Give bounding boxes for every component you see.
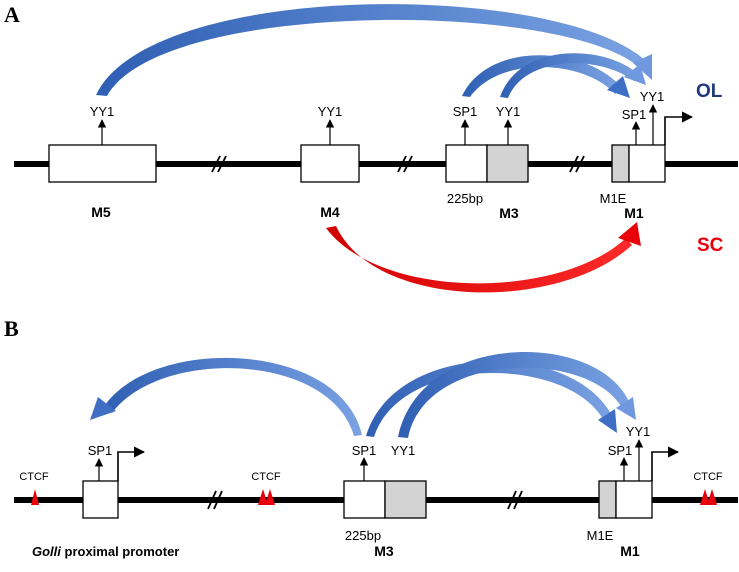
m1e-label: M1E [600,191,627,206]
b-m3-yy1-to-m1-arc [398,352,630,438]
b-m3-sp1-to-m1-arc [366,360,611,437]
m3-box [445,144,488,183]
b-m3-yy1-to-m1-arrowhead [616,397,636,420]
golli-promoter-label: Golli proximal promoter [32,544,179,559]
golli-rest: proximal promoter [61,544,179,559]
golli-tss-arrow [117,446,146,481]
m1-sp1-label: SP1 [622,107,647,122]
b-m1-box [615,480,653,519]
b-m1-sp1-label: SP1 [608,443,633,458]
panel-b-break-2 [507,490,523,510]
m5-box [48,144,157,183]
ctcf-label-1: CTCF [19,471,49,483]
m4-to-m1-arc [326,226,632,293]
b-m3-sp1-label: SP1 [352,443,377,458]
m1e-shaded-box [611,144,630,183]
m3-to-golli-arrowhead [90,397,116,420]
ctcf-marker-2 [258,489,275,505]
ctcf-label-3: CTCF [693,471,723,483]
m1-box [628,144,666,183]
panel-a-break-1 [211,155,227,173]
b-m3-shaded-box [384,480,427,519]
panel-b: B CTCF CTCF CTCF SP1 SP1 [4,316,738,559]
panel-b-letter: B [4,316,19,341]
m5-to-m1-arc [96,4,647,96]
golli-promoter-box [82,480,119,519]
m5-to-m1-arrowhead [633,54,652,80]
m3-label: M3 [499,205,519,221]
m3-shaded-box [486,144,529,183]
m3-yy1-to-m1-arrowhead [624,64,646,85]
b-m1e-label: M1E [587,528,614,543]
m3-to-golli-arc [103,357,362,436]
m4-to-m1-arrowhead [618,222,641,246]
m5-label: M5 [91,204,111,220]
m4-box [300,144,360,183]
ctcf-marker-1 [31,489,39,505]
m3-sp1-to-m1-arrowhead [607,76,630,98]
b-m1-label: M1 [620,543,640,559]
b-m3-sp1-to-m1-arrowhead [598,409,617,433]
m1-tss-arrow [664,111,694,145]
b-m3-225bp-label: 225bp [345,528,381,543]
panel-a-break-2 [397,155,413,173]
m3-yy1-to-m1-arc [500,53,640,98]
b-m3-label: M3 [374,543,394,559]
m3-yy1-label: YY1 [496,104,521,119]
m1-label: M1 [624,205,644,221]
b-m3-yy1-label: YY1 [391,443,416,458]
m1-yy1-label: YY1 [640,89,665,104]
b-m1e-shaded-box [598,480,617,519]
b-m1-yy1-label: YY1 [626,424,651,439]
panel-b-break-1 [207,490,223,510]
panel-a-break-3 [569,155,585,173]
golli-sp1-label: SP1 [88,443,113,458]
golli-italic: Golli [32,544,61,559]
m3-sp1-label: SP1 [453,104,478,119]
m3-225bp-label: 225bp [447,191,483,206]
m5-yy1-label: YY1 [90,104,115,119]
panel-a-letter: A [4,2,20,27]
m3-sp1-to-m1-arc [462,55,622,97]
panel-a: A YY1 YY1 [4,2,738,293]
b-m1-tss-arrow [651,446,680,481]
sc-label: SC [697,235,724,256]
ol-label: OL [696,81,723,102]
ctcf-marker-3 [700,489,717,505]
m4-label: M4 [320,204,340,220]
ctcf-label-2: CTCF [251,471,281,483]
m4-yy1-label: YY1 [318,104,343,119]
b-m3-box [343,480,386,519]
